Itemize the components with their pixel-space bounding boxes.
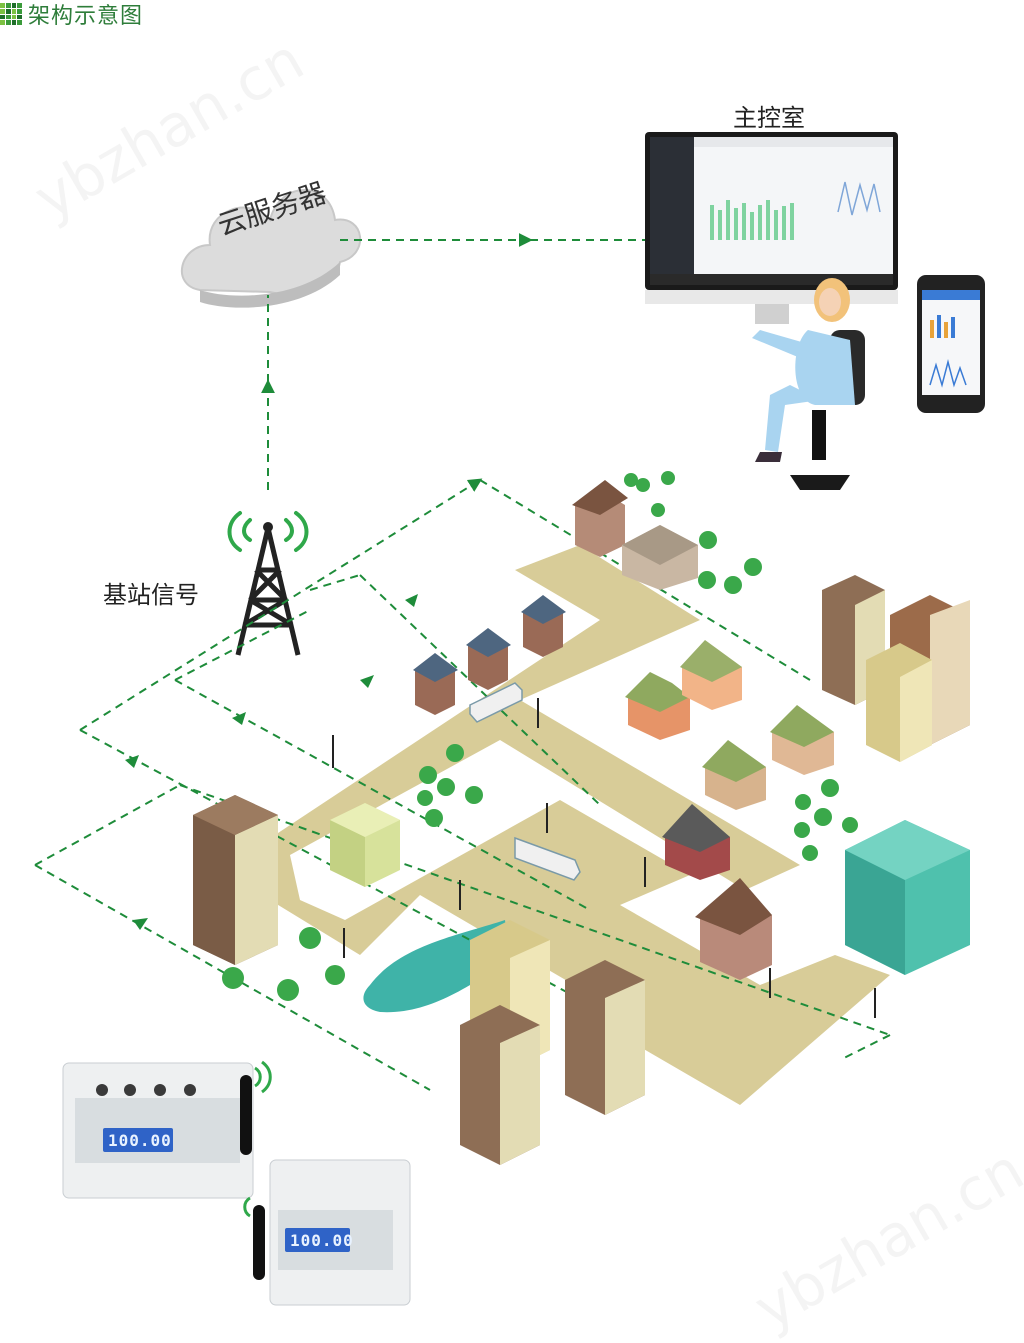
control-room-label: 主控室 [733, 104, 805, 132]
logo-mark-icon [0, 3, 22, 25]
meter-a-display: 100.00 [108, 1131, 172, 1150]
building-icon [822, 575, 970, 762]
monitor-icon [645, 132, 898, 324]
header: 架构示意图 [0, 0, 144, 29]
antenna-icon [240, 1060, 272, 1155]
network-arrows [125, 594, 418, 930]
meter-icon [269, 1159, 411, 1306]
building-icon [330, 803, 400, 887]
meter-icon [62, 1062, 254, 1199]
building-icon [460, 920, 645, 1165]
signal-waves-icon [227, 511, 309, 552]
monitor-bar-chart [710, 200, 794, 240]
cloud-icon [181, 189, 362, 308]
lamp-icon [332, 698, 876, 1018]
road [270, 545, 890, 1105]
bus-icon [469, 682, 581, 881]
phone-icon [917, 275, 985, 413]
antenna-icon [243, 1196, 265, 1280]
building-icon [845, 820, 970, 975]
tower-icon [235, 522, 301, 656]
person-icon [752, 278, 865, 490]
base-station-label: 基站信号 [103, 581, 199, 609]
house-icon [413, 595, 566, 715]
meter-b-display: 100.00 [290, 1231, 354, 1250]
page-title: 架构示意图 [28, 4, 144, 29]
house-icon [625, 640, 834, 980]
tree-icon [222, 471, 858, 1001]
building-icon [193, 795, 278, 965]
house-icon [572, 480, 698, 590]
